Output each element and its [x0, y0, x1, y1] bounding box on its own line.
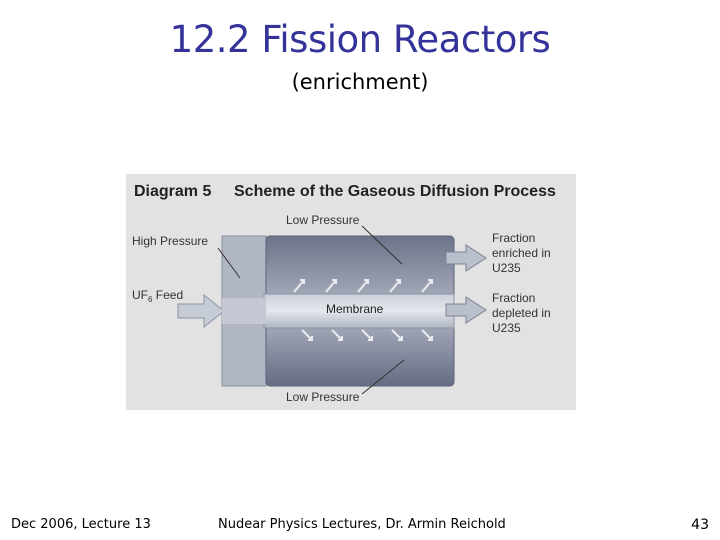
leader-lines — [217, 225, 405, 395]
label-membrane: Membrane — [326, 302, 384, 316]
depleted-outlet-arrow — [445, 296, 487, 324]
diagram-svg: Diagram 5 Scheme of the Gaseous Diffusio… — [132, 183, 556, 404]
page-number: 43 — [691, 517, 709, 533]
footer-date-lecture: Dec 2006, Lecture 13 — [11, 517, 151, 532]
slide-title: 12.2 Fission Reactors — [169, 18, 551, 61]
label-feed: UF6 Feed — [132, 288, 183, 304]
membrane-tube — [263, 293, 455, 329]
label-depleted-fraction: Fraction depleted in U235 — [492, 291, 554, 335]
diagram-heading-number: Diagram 5 — [134, 183, 211, 200]
gaseous-diffusion-diagram: Diagram 5 Scheme of the Gaseous Diffusio… — [126, 174, 576, 410]
diffusion-arrows — [293, 279, 433, 341]
label-low-pressure-top: Low Pressure — [286, 213, 360, 227]
enriched-outlet-arrow — [445, 244, 487, 272]
footer-course: Nudear Physics Lectures, Dr. Armin Reich… — [218, 517, 506, 532]
diagram-heading-text: Scheme of the Gaseous Diffusion Process — [234, 183, 556, 200]
feed-arrow — [177, 293, 225, 329]
label-enriched-fraction: Fraction enriched in U235 — [492, 231, 554, 275]
label-low-pressure-bottom: Low Pressure — [286, 390, 360, 404]
slide-subtitle: (enrichment) — [291, 70, 429, 94]
label-high-pressure: High Pressure — [132, 234, 208, 248]
